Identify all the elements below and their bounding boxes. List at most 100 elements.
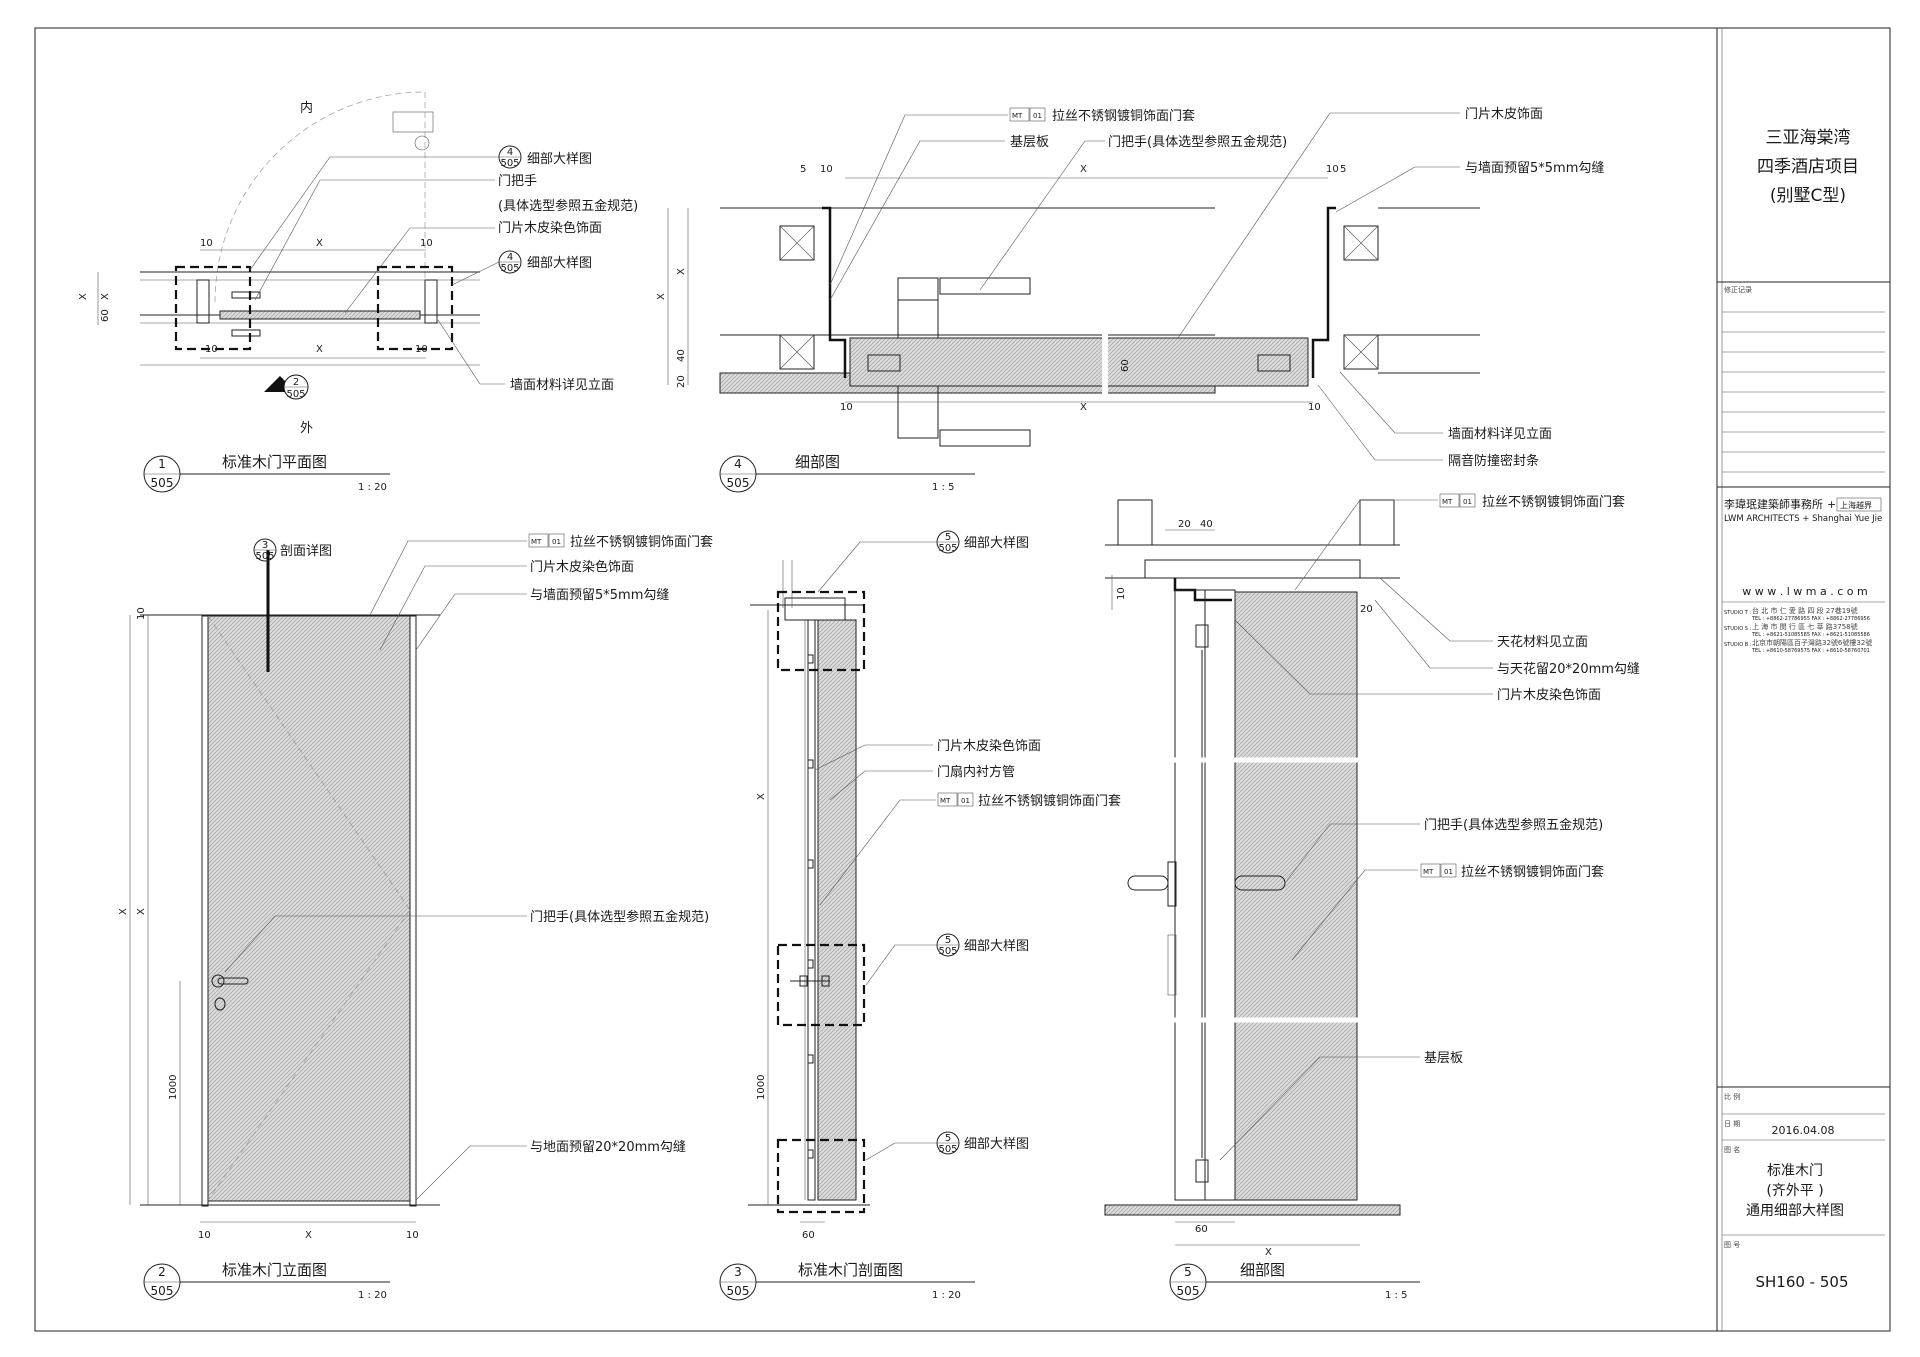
- handle-plan-icon: [414, 135, 430, 151]
- svg-text:20: 20: [676, 375, 687, 388]
- svg-text:X: X: [756, 793, 767, 800]
- svg-text:4: 4: [734, 457, 742, 471]
- label-handle-note: (具体选型参照五金规范): [498, 198, 638, 214]
- label-ceiling-material-v5: 天花材料见立面: [1497, 634, 1588, 650]
- svg-text:40: 40: [676, 349, 687, 362]
- svg-text:505: 505: [286, 389, 305, 400]
- svg-text:STUDIO B :: STUDIO B :: [1724, 642, 1752, 648]
- svg-text:2: 2: [158, 1265, 166, 1279]
- door-leaf-section: [817, 619, 857, 1201]
- svg-text:3: 3: [734, 1265, 742, 1279]
- view-5-title: 细部图: [1240, 1261, 1285, 1279]
- view-4-detail-plan: X 5 10 10 5 X 10 10 X X 40 20 60 MT 01 拉…: [656, 107, 1604, 493]
- label-substrate-v5: 基层板: [1424, 1051, 1463, 1066]
- label-frame-v4: 拉丝不锈钢镀铜饰面门套: [1052, 108, 1195, 124]
- svg-text:细部大样图: 细部大样图: [527, 256, 592, 271]
- svg-text:X: X: [1265, 1247, 1272, 1258]
- svg-text:TEL : +8862-27786955 FAX : +: TEL : +8862-27786955 FAX : +8862-2778695…: [1751, 616, 1870, 622]
- handle-detail-bottom: [897, 385, 939, 439]
- svg-text:10: 10: [1326, 164, 1339, 175]
- detail-callout-box-sill: [776, 1138, 866, 1214]
- view-3-door-section: X 1000 60 5 505 细部大样图 门片木皮染色饰面 门扇内衬方管 MT…: [719, 530, 1121, 1301]
- svg-text:10: 10: [205, 344, 218, 355]
- svg-text:5: 5: [800, 164, 806, 175]
- svg-text:505: 505: [938, 543, 957, 554]
- svg-text:10: 10: [198, 1230, 211, 1241]
- svg-text:1000: 1000: [756, 1075, 767, 1100]
- svg-text:X: X: [1080, 402, 1087, 413]
- svg-text:10: 10: [420, 238, 433, 249]
- label-wall-material-v4: 墙面材料详见立面: [1448, 427, 1552, 442]
- sheet-border: [34, 27, 1891, 1332]
- label-gap-wall-v2: 与墙面预留5*5mm勾缝: [530, 588, 669, 603]
- project-name-line3: (别墅C型): [1770, 186, 1846, 206]
- svg-text:X: X: [136, 908, 147, 915]
- svg-text:5: 5: [945, 935, 951, 946]
- label-handle: 门把手: [498, 174, 537, 189]
- title-block: 三亚海棠湾 四季酒店项目 (别墅C型) 修正记录 李瑋珉建築師事務所 + 上海越…: [1717, 128, 1890, 1291]
- svg-text:TEL : +8621-51085585 FAX : +: TEL : +8621-51085585 FAX : +8621-5108558…: [1751, 632, 1870, 638]
- svg-text:MT: MT: [940, 797, 951, 805]
- svg-text:X: X: [1080, 164, 1087, 175]
- handle-detail-top: [897, 277, 939, 301]
- detail-callout-box-handle: [776, 943, 866, 1027]
- svg-text:细部大样图: 细部大样图: [964, 536, 1029, 551]
- svg-text:细部大样图: 细部大样图: [964, 939, 1029, 954]
- svg-text:MT: MT: [1423, 868, 1434, 876]
- svg-text:X: X: [676, 268, 687, 275]
- view-2-scale: 1 : 20: [358, 1290, 387, 1301]
- label-inside: 内: [300, 100, 313, 116]
- door-swing-arc: [214, 91, 426, 303]
- svg-text:10: 10: [200, 238, 213, 249]
- svg-text:X: X: [100, 293, 111, 300]
- detail-callout-box-left: [174, 265, 252, 351]
- svg-text:10: 10: [136, 607, 147, 620]
- view-5-scale: 1 : 5: [1385, 1290, 1407, 1301]
- svg-text:20: 20: [1178, 519, 1191, 530]
- firm-partner: 上海越界: [1840, 500, 1872, 510]
- view-3-scale: 1 : 20: [932, 1290, 961, 1301]
- handle-elevation-icon: [211, 974, 225, 988]
- svg-text:505: 505: [255, 551, 274, 562]
- door-leaf-plan: [219, 310, 421, 320]
- svg-text:505: 505: [500, 158, 519, 169]
- label-veneer-v4: 门片木皮饰面: [1465, 107, 1543, 122]
- svg-text:1: 1: [158, 457, 166, 471]
- studio3-address: 北京市朝陽區百子灣路32號6號樓32號: [1752, 638, 1872, 647]
- scale-label: 比 例: [1724, 1092, 1740, 1101]
- svg-text:505: 505: [500, 263, 519, 274]
- svg-text:60: 60: [1120, 359, 1131, 372]
- svg-text:X: X: [316, 238, 323, 249]
- svg-text:剖面详图: 剖面详图: [280, 544, 332, 559]
- door-leaf-detail-5: [1234, 591, 1358, 1201]
- svg-text:STUDIO S :: STUDIO S :: [1724, 626, 1752, 632]
- svg-text:1000: 1000: [168, 1075, 179, 1100]
- svg-text:2: 2: [293, 377, 299, 388]
- svg-text:X: X: [118, 908, 129, 915]
- svg-text:10: 10: [820, 164, 833, 175]
- svg-text:60: 60: [100, 309, 111, 322]
- svg-text:01: 01: [1463, 498, 1472, 506]
- label-veneer-stain-plan: 门片木皮染色饰面: [498, 220, 602, 236]
- project-name-line2: 四季酒店项目: [1757, 157, 1859, 177]
- view-2-title: 标准木门立面图: [222, 1261, 327, 1279]
- label-gap-wall-v4: 与墙面预留5*5mm勾缝: [1465, 161, 1604, 176]
- label-frame-v3: 拉丝不锈钢镀铜饰面门套: [978, 793, 1121, 809]
- svg-text:10: 10: [415, 344, 428, 355]
- handle-detail-5: [1127, 875, 1169, 891]
- svg-text:505: 505: [151, 1284, 174, 1298]
- revision-label: 修正记录: [1724, 285, 1752, 294]
- detail-callout-box-right: [376, 265, 454, 351]
- label-handle-v5: 门把手(具体选型参照五金规范): [1424, 817, 1603, 833]
- svg-text:细部大样图: 细部大样图: [527, 152, 592, 167]
- label-tube-v3: 门扇内衬方管: [937, 764, 1015, 780]
- label-wall-material-plan: 墙面材料详见立面: [510, 378, 614, 393]
- svg-text:505: 505: [727, 1284, 750, 1298]
- callout-4-bottom: 4 505 细部大样图: [451, 250, 592, 286]
- view-1-door-plan: 内 外 X 10 10 X 10 10 X X 60: [78, 91, 638, 493]
- label-gap-floor-v2: 与地面预留20*20mm勾缝: [530, 1140, 686, 1155]
- svg-text:10: 10: [840, 402, 853, 413]
- svg-text:10: 10: [1308, 402, 1321, 413]
- svg-text:505: 505: [938, 1144, 957, 1155]
